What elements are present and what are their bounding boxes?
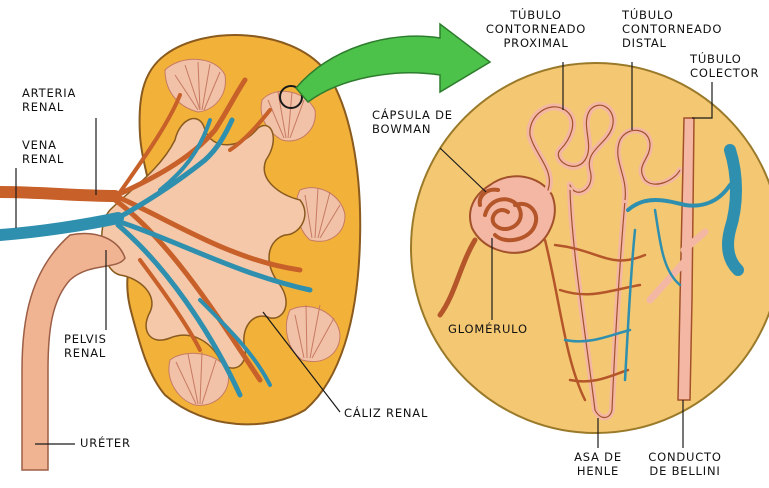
label-vena-line2: RENAL (22, 152, 64, 166)
label-proximal-line2: CONTORNEADO (476, 22, 596, 36)
label-henle-line2: HENLE (556, 464, 640, 478)
label-colector-line1: TÚBULO (690, 52, 759, 66)
label-capsula-line1: CÁPSULA DE (372, 108, 453, 122)
label-proximal-line3: PROXIMAL (476, 36, 596, 50)
label-colector-line2: COLECTOR (690, 66, 759, 80)
label-tubulo-proximal: TÚBULO CONTORNEADO PROXIMAL (476, 8, 596, 50)
label-pelvis-line2: RENAL (64, 346, 107, 360)
label-capsula-bowman: CÁPSULA DE BOWMAN (372, 108, 453, 136)
label-vena-renal: VENA RENAL (22, 138, 64, 166)
label-distal-line2: CONTORNEADO (622, 22, 722, 36)
label-tubulo-colector: TÚBULO COLECTOR (690, 52, 759, 80)
label-capsula-line2: BOWMAN (372, 122, 453, 136)
label-arteria-line1: ARTERIA (22, 86, 76, 100)
label-bellini-line2: DE BELLINI (636, 464, 734, 478)
label-ureter: URÉTER (80, 436, 131, 450)
label-caliz-renal: CÁLIZ RENAL (344, 406, 428, 420)
label-distal-line1: TÚBULO (622, 8, 722, 22)
label-pelvis-line1: PELVIS (64, 332, 107, 346)
label-glomerulo: GLOMÉRULO (448, 322, 528, 336)
label-tubulo-distal: TÚBULO CONTORNEADO DISTAL (622, 8, 722, 50)
magnified-nephron (411, 63, 769, 433)
label-distal-line3: DISTAL (622, 36, 722, 50)
label-arteria-line2: RENAL (22, 100, 76, 114)
label-henle-line1: ASA DE (556, 450, 640, 464)
label-asa-henle: ASA DE HENLE (556, 450, 640, 478)
label-pelvis-renal: PELVIS RENAL (64, 332, 107, 360)
label-vena-line1: VENA (22, 138, 64, 152)
label-bellini-line1: CONDUCTO (636, 450, 734, 464)
zoom-arrow (296, 24, 490, 102)
label-conducto-bellini: CONDUCTO DE BELLINI (636, 450, 734, 478)
label-proximal-line1: TÚBULO (476, 8, 596, 22)
label-arteria-renal: ARTERIA RENAL (22, 86, 76, 114)
